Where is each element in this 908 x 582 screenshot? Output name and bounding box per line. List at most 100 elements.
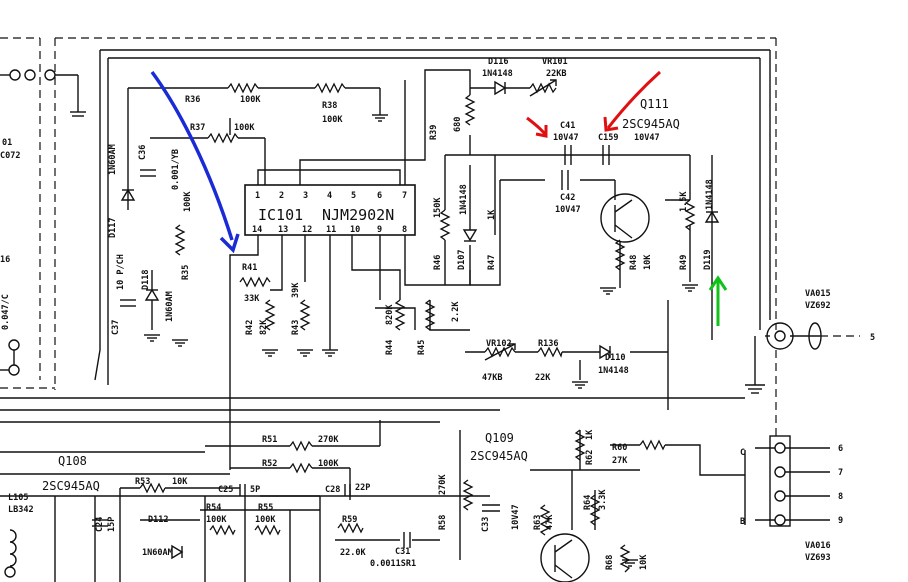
ic-pin-bottom-12: 12 [302,225,312,235]
va016-pin-8: 8 [838,492,843,502]
ic-pin-bottom-13: 13 [278,225,288,235]
r49-val: 1.5K [679,191,689,212]
r38-ref: R38 [322,101,337,111]
c33-val: 10V47 [511,504,521,530]
ic-pin-top-3: 3 [303,191,308,201]
va016-part: VZ693 [805,553,831,563]
va015-part: VZ692 [805,301,831,311]
diode-labels: D116 1N4148 D117 1N60AM D118 1N60AM D107… [108,57,715,558]
q109-part: 2SC945AQ [470,449,528,463]
r37-val: 100K [234,123,255,133]
diode-symbols [120,80,720,560]
c24-val: 15P [107,517,117,532]
capacitor-symbols [92,145,610,548]
r64-val: 3.3K [598,489,608,510]
r41-val: 33K [244,294,260,304]
r60-ref: R60 [612,443,627,453]
r37-ref: R37 [190,123,205,133]
r42-val: 82K [259,319,269,335]
vr101-ref: VR101 [542,57,568,67]
edge-label-2: C072 [0,151,20,161]
r51-val: 270K [318,435,339,445]
r36-val: 100K [240,95,261,105]
va016-pin-b: B [740,517,745,527]
ic101-chip: 1 2 3 4 5 6 7 IC101 NJM2902N 14 13 12 11… [244,184,416,236]
d119-val: 1N4148 [705,179,715,210]
c41-ref: C41 [560,121,575,131]
r46-val: 150K [433,197,443,218]
r59-ref: R59 [342,515,357,525]
r64-ref: R64 [583,495,593,510]
d107-val: 1N4148 [459,184,469,215]
c25-ref: C25 [218,485,233,495]
connector-va016 [755,435,830,527]
ic-pin-bottom-9: 9 [377,225,382,235]
d117-ref: D117 [108,218,118,238]
ic-pin-bottom-10: 10 [350,225,360,235]
d119-ref: D119 [703,250,713,270]
r68-ref: R68 [605,555,615,570]
c36-val: 0.001/YB [171,149,181,190]
r54-ref: R54 [206,503,221,513]
r136-val: 22K [535,373,551,383]
r49-ref: R49 [679,255,689,270]
coil-l105 [4,529,17,578]
edge-label-3: 16 [0,255,10,265]
r55-val: 100K [255,515,276,525]
r52-val: 100K [318,459,339,469]
c159-val: 10V47 [634,133,660,143]
ic-pin-top-6: 6 [377,191,382,201]
edge-label-1: 01 [2,138,12,148]
r63-ref: R63 [533,515,543,530]
r35-val: 100K [183,191,193,212]
r136-ref: R136 [538,339,558,349]
capacitor-labels: C41 10V47 C159 10V47 C42 10V47 C36 0.001… [95,121,660,569]
ic-pin-bottom-14: 14 [252,225,262,235]
r43-val: 39K [291,282,301,298]
va016-ref: VA016 [805,541,831,551]
ic-pin-top-2: 2 [279,191,284,201]
ic-pin-bottom-11: 11 [326,225,336,235]
r43-ref: R43 [291,320,301,335]
r39-ref: R39 [429,125,439,140]
d118-ref: D118 [141,270,151,290]
green-arrow [708,275,728,326]
r58-val: 270K [438,474,448,495]
r55-ref: R55 [258,503,273,513]
va016-pin-7: 7 [838,468,843,478]
connector-va015 [766,322,822,350]
r62-val: 1K [585,429,595,440]
r45-val: 2.2K [451,301,461,322]
r45-ref: R45 [417,340,427,355]
r54-val: 100K [206,515,227,525]
ic-pin-top-5: 5 [351,191,356,201]
dashed-borders [0,37,860,440]
c25-val: 5P [250,485,260,495]
pot-symbols [484,79,557,361]
c36-ref: C36 [138,145,148,160]
c42-ref: C42 [560,193,575,203]
r59-val: 22.0K [340,548,366,558]
c33-ref: C33 [481,517,491,532]
q108-ref: Q108 [58,454,87,468]
d110-ref: D110 [605,353,625,363]
r36-ref: R36 [185,95,200,105]
r38-val: 100K [322,115,343,125]
vr102-val: 47KB [482,373,502,383]
r41-ref: R41 [242,263,257,273]
va016-pin-c: C [740,448,745,458]
ic-ref: IC101 [258,206,303,224]
vr101-val: 22KB [546,69,566,79]
r42-ref: R42 [245,320,255,335]
c41-val: 10V47 [553,133,579,143]
c24-ref: C24 [95,517,105,532]
r35-ref: R35 [181,265,191,280]
r52-ref: R52 [262,459,277,469]
r53-ref: R53 [135,477,150,487]
edge-label-4: 0.047/C [1,294,11,330]
r46-ref: R46 [433,255,443,270]
r62-ref: R62 [585,450,595,465]
va016-pin-9: 9 [838,516,843,526]
c37-ref: C37 [111,320,121,335]
ic-pin-top-4: 4 [327,191,332,201]
